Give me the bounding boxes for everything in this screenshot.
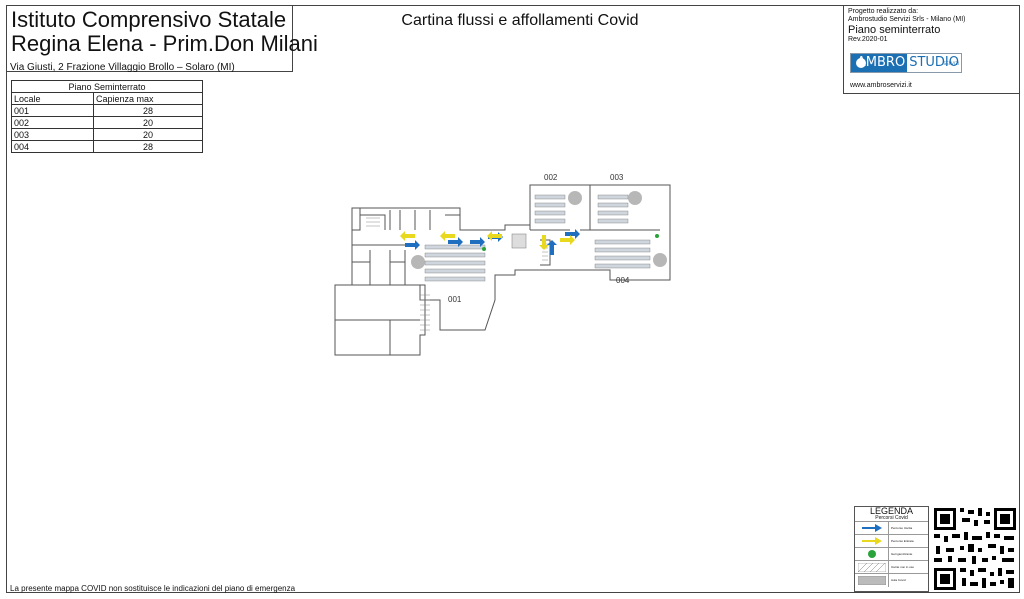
desk-rows (424, 194, 651, 282)
legend-row: Gel igienizzante (855, 547, 928, 561)
legend-symbol (855, 547, 889, 561)
institute-box: Istituto Comprensivo Statale Regina Elen… (6, 5, 318, 72)
legend-symbol (855, 521, 889, 535)
gel-points (482, 234, 659, 251)
project-credit-label: Progetto realizzato da: (848, 8, 919, 15)
legend-symbol (855, 534, 889, 548)
institute-name-line2: Regina Elena - Prim.Don Milani (11, 31, 318, 56)
room-label-002: 002 (544, 173, 558, 182)
entry-arrows (400, 231, 575, 250)
legend-symbol (855, 560, 889, 574)
hatch-icon (857, 562, 886, 572)
room-cell: 002 (11, 116, 94, 129)
revision: Rev.2020-01 (848, 36, 888, 43)
yellow-arrow-icon (861, 537, 882, 545)
capacity-header-cap: Capienza max (93, 92, 203, 105)
room-label-001: 001 (448, 295, 462, 304)
legend-label: Gel igienizzante (891, 552, 913, 556)
covid-room-markers (411, 191, 667, 269)
plan-walls (334, 184, 671, 356)
project-company: Ambrostudio Servizi Srls - Milano (MI) (848, 16, 966, 23)
exit-arrows (405, 229, 580, 255)
logo-text-b-word: STUDIO (909, 55, 959, 70)
cap-cell: 20 (93, 128, 203, 141)
legend-row: Percorso Uscita (855, 521, 928, 535)
floor-plan: 001 002 003 004 (334, 173, 671, 356)
legend-label: Percorso Uscita (891, 526, 913, 530)
disclaimer: La presente mappa COVID non sostituisce … (10, 584, 296, 593)
capacity-table-title: Piano Seminterrato (11, 80, 203, 93)
room-cell: 004 (11, 140, 94, 153)
room-label-004: 004 (616, 276, 630, 285)
legend-subtitle: Percorsi Covid (875, 515, 908, 521)
room-cell: 001 (11, 104, 94, 117)
grey-area-icon (857, 575, 886, 585)
legend-label: Aula Covid (891, 578, 906, 582)
project-box: Progetto realizzato da: Ambrostudio Serv… (843, 5, 1020, 94)
address: Via Giusti, 2 Frazione Villaggio Brollo … (10, 62, 235, 73)
sun-logo-icon (851, 54, 866, 72)
cap-cell: 20 (93, 116, 203, 129)
capacity-table: Piano Seminterrato Locale Capienza max 0… (11, 80, 203, 153)
qr-code-icon (932, 506, 1018, 592)
legend-label: Uscite non in uso (891, 565, 915, 569)
green-dot-icon (867, 550, 876, 558)
website-url: www.ambroservizi.it (850, 82, 912, 89)
blue-arrow-icon (861, 524, 882, 532)
legend-title: LEGENDA (869, 506, 913, 516)
legend-label: Percorso Entrata (891, 539, 914, 543)
hatched-exit-area (511, 233, 527, 249)
room-cell: 003 (11, 128, 94, 141)
page-frame (6, 5, 1020, 593)
room-label-003: 003 (610, 173, 624, 182)
legend-row: Percorso Entrata (855, 534, 928, 548)
logo-text-a: AMBRO (854, 54, 908, 72)
capacity-header-room: Locale (11, 92, 94, 105)
cap-cell: 28 (93, 140, 203, 153)
legend-symbol (855, 573, 889, 587)
legend: LEGENDA Percorsi Covid Percorso Uscita P… (854, 506, 929, 592)
legend-row: Uscite non in uso (855, 560, 928, 574)
institute-name-line1: Istituto Comprensivo Statale (11, 7, 287, 32)
legend-row: Aula Covid (855, 573, 928, 587)
map-title: Cartina flussi e affollamenti Covid (401, 12, 639, 29)
logo-subtext: SERVIZI (943, 61, 959, 66)
floor-name: Piano seminterrato (848, 24, 941, 36)
cap-cell: 28 (93, 104, 203, 117)
